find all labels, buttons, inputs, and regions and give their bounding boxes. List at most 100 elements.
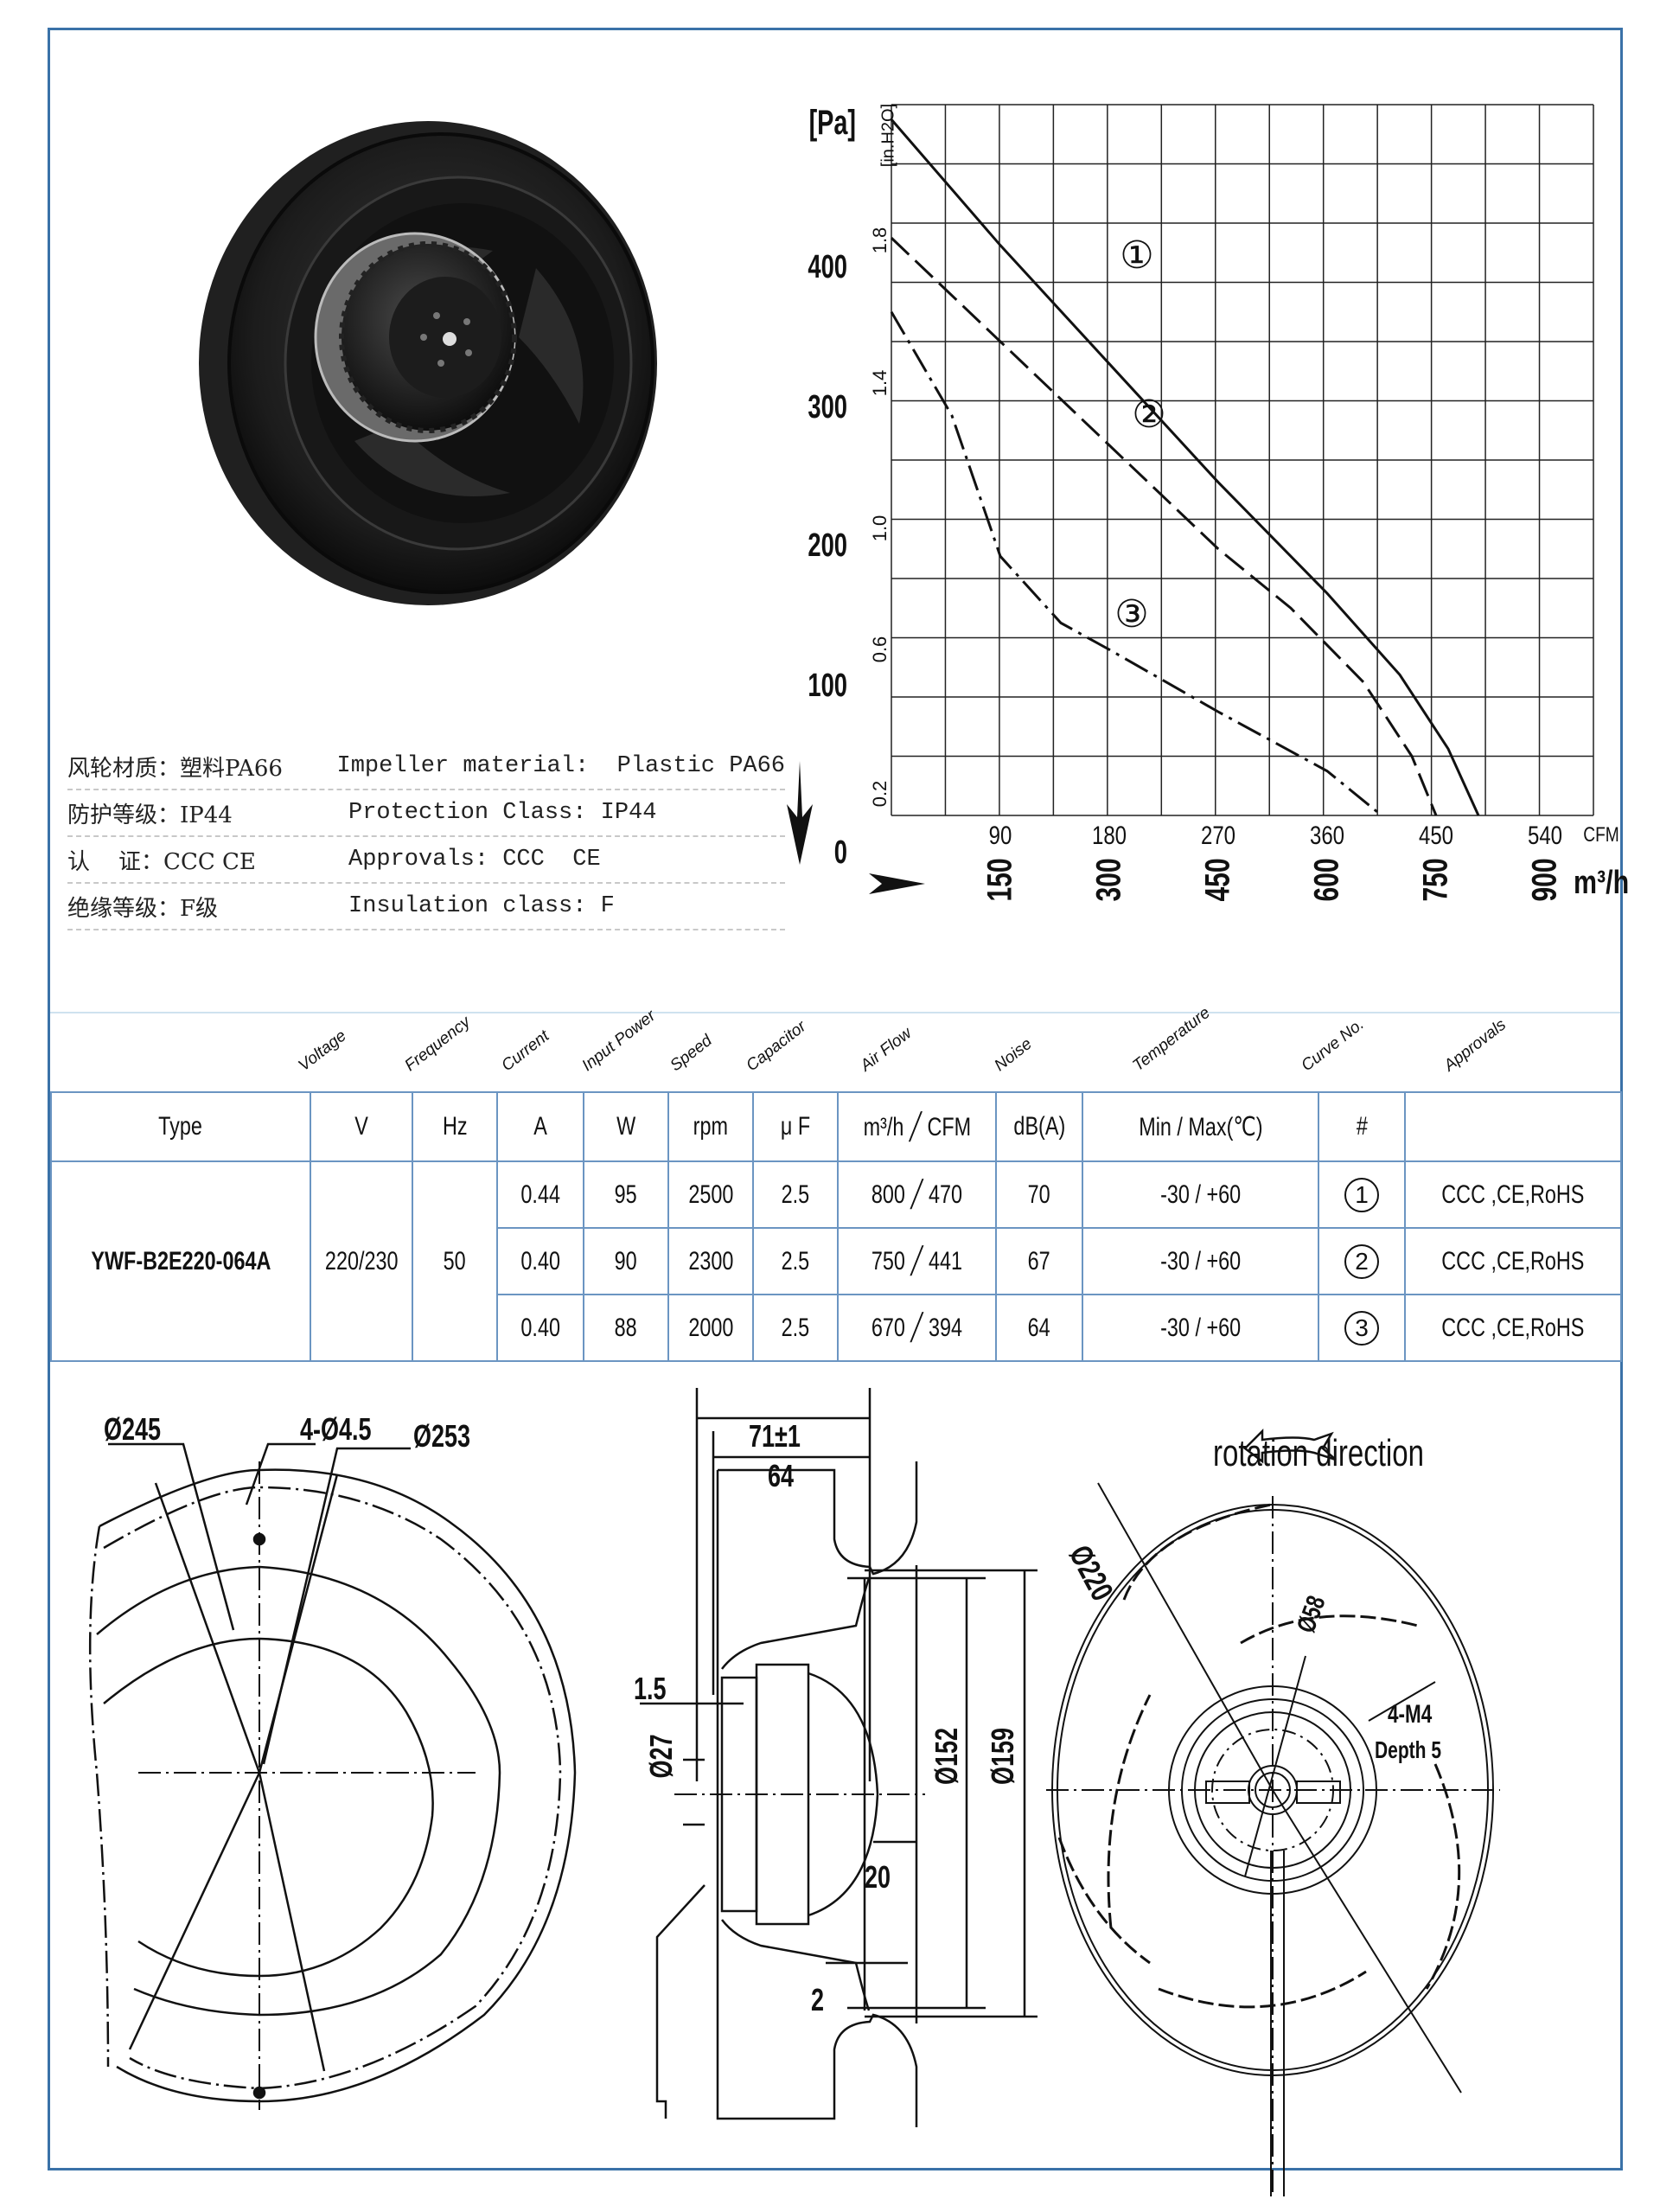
unit-frequency: Hz [412,1091,498,1162]
y-unit-inh2o: [in.H2O] [878,103,898,168]
cell-noise: 67 [995,1227,1083,1295]
y-tick-pa: 100 [808,668,847,704]
x-tick-m3h: 150 [980,858,1019,902]
y-tick-pa: 300 [808,389,847,425]
cell-frequency: 50 [412,1160,498,1362]
curve-① [890,118,1480,816]
curve-label: ① [1120,233,1154,278]
x-tick-m3h: 900 [1525,858,1564,902]
unit-airflow: m³/h ╱ CFM [837,1091,997,1162]
dim-gap-20: 20 [865,1859,891,1895]
cell-temperature: -30 / +60 [1082,1227,1319,1295]
unit-approvals [1404,1091,1622,1162]
spec-en-label: Insulation class: F [348,893,615,919]
cell-temperature: -30 / +60 [1082,1160,1319,1229]
unit-temperature: Min / Max(℃) [1082,1091,1319,1162]
y-tick-pa: 200 [808,527,847,564]
cell-current: 0.40 [496,1227,584,1295]
x-axis-arrow-icon [869,873,925,894]
technical-drawings [88,1388,1500,2196]
cell-curve: 1 [1318,1160,1406,1229]
cell-airflow: 800 ╱ 470 [837,1160,997,1229]
spec-cn-label: 认 证：CCC CE [67,848,256,875]
x-tick-m3h: 600 [1307,858,1346,902]
dim-thread: 4-M4 [1388,1700,1433,1729]
x-tick-cfm: 270 [1200,822,1236,850]
curve-③ [890,310,1382,817]
cell-current: 0.40 [496,1294,584,1362]
dim-outer: Ø159 [985,1727,1020,1786]
x-unit-cfm: CFM [1583,823,1619,847]
cell-type: YWF-B2E220-064A [50,1160,311,1362]
dim-depth: 64 [768,1458,795,1493]
cell-power: 95 [583,1160,669,1229]
spec-row-protection: 防护等级：IP44 Protection Class: IP44 [67,790,785,837]
y-tick-pa: 0 [833,834,847,871]
cell-speed: 2300 [667,1227,754,1295]
dim-gap-2: 2 [811,1982,825,2017]
cell-voltage: 220/230 [310,1160,413,1362]
curve-label: ② [1132,392,1166,437]
front-view-drawing [88,1442,577,2110]
curve-② [890,237,1438,816]
x-tick-m3h: 750 [1416,858,1455,902]
x-unit-m3h: m³/h [1574,865,1630,901]
x-tick-m3h: 300 [1089,858,1128,902]
x-tick-m3h: 450 [1198,858,1237,902]
dim-overall-width: 71±1 [749,1418,801,1454]
dim-shaft: Ø27 [643,1734,679,1779]
cell-capacitor: 2.5 [752,1160,839,1229]
spec-list: 风轮材质：塑料PA66 Impeller material: Plastic P… [67,744,785,930]
rotation-direction-title: rotation direction [1213,1432,1424,1474]
cell-curve: 2 [1318,1227,1406,1295]
spec-row-approvals: 认 证：CCC CE Approvals: CCC CE [67,837,785,884]
unit-capacitor: μ F [752,1091,839,1162]
unit-voltage: V [310,1091,413,1162]
table-row: 0.40 90 2300 2.5 750 ╱ 441 67 -30 / +60 … [51,1227,1622,1295]
unit-noise: dB(A) [995,1091,1083,1162]
cell-speed: 2000 [667,1294,754,1362]
cell-temperature: -30 / +60 [1082,1294,1319,1362]
cell-capacitor: 2.5 [752,1227,839,1295]
table-row: YWF-B2E220-064A 220/230 50 0.44 95 2500 … [50,1160,1622,1362]
spec-row-material: 风轮材质：塑料PA66 Impeller material: Plastic P… [67,744,785,790]
table-row: 0.40 88 2000 2.5 670 ╱ 394 64 -30 / +60 … [51,1294,1622,1362]
side-view-drawing [640,1388,1038,2127]
cell-airflow: 750 ╱ 441 [837,1227,997,1295]
spec-cn-label: 绝缘等级：F级 [67,895,219,922]
spec-en-label: Protection Class: IP44 [348,800,657,826]
fan-photo [130,78,735,631]
curve-label: ③ [1114,591,1149,636]
y-unit-pa: [Pa] [808,104,856,142]
unit-curve: # [1318,1091,1406,1162]
x-tick-cfm: 360 [1309,822,1345,850]
y-tick-inh2o: 1.4 [869,369,891,397]
page-frame [48,28,1623,2170]
dim-flange: 1.5 [634,1671,667,1706]
unit-power: W [583,1091,669,1162]
dim-d245: Ø245 [104,1411,162,1447]
cell-noise: 70 [995,1160,1083,1229]
cell-approvals: CCC ,CE,RoHS [1404,1294,1622,1362]
dim-thread-depth: Depth 5 [1375,1736,1442,1763]
cell-current: 0.44 [496,1160,584,1229]
x-tick-cfm: 90 [988,822,1012,850]
y-tick-inh2o: 1.0 [869,515,891,542]
cell-approvals: CCC ,CE,RoHS [1404,1227,1622,1295]
cell-speed: 2500 [667,1160,754,1229]
spec-cn-label: 防护等级：IP44 [67,802,233,828]
rear-view-drawing [1046,1428,1500,2196]
dim-holes: 4-Ø4.5 [300,1411,372,1447]
spec-row-insulation: 绝缘等级：F级 Insulation class: F [67,884,785,930]
cell-power: 88 [583,1294,669,1362]
y-axis-arrow-icon [787,761,813,865]
cell-approvals: CCC ,CE,RoHS [1404,1160,1622,1229]
x-tick-cfm: 540 [1527,822,1563,850]
chart-plot [787,104,1594,894]
table-top-rule [50,1012,1620,1013]
spec-table: Type V Hz A W rpm μ F m³/h ╱ CFM dB(A) M… [50,1091,1622,1362]
unit-current: A [496,1091,584,1162]
spec-en-label: Impeller material: Plastic PA66 [336,753,785,779]
spec-en-label: Approvals: CCC CE [348,847,601,873]
